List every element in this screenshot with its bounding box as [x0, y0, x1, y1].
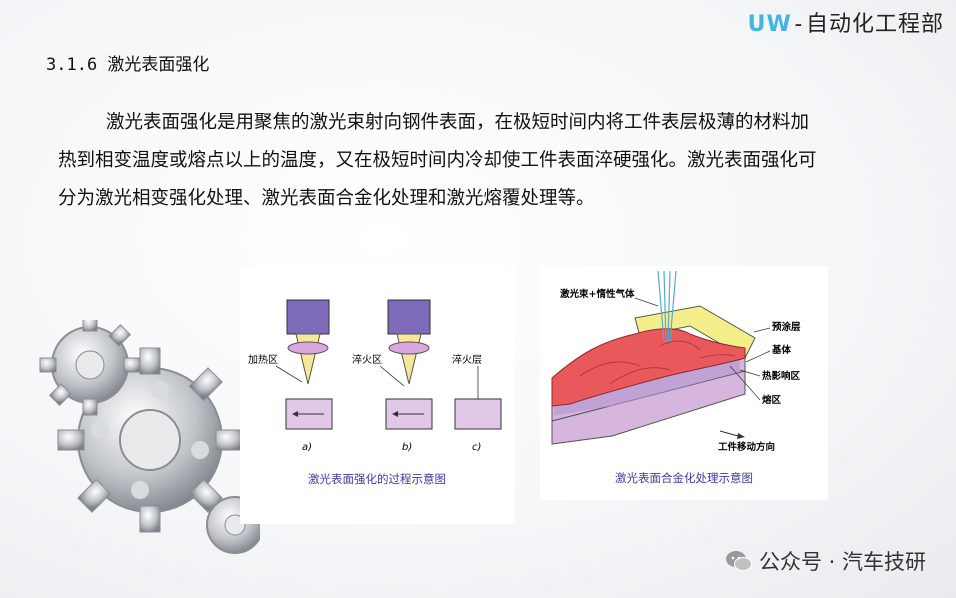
label-haz: 热影响区: [762, 370, 801, 382]
section-title: 3.1.6 激光表面强化: [46, 55, 210, 75]
gears-decoration: [39, 320, 260, 554]
label-melt: 熔区: [762, 394, 782, 406]
melt-zone: [551, 328, 746, 407]
subcaption-b: b): [402, 442, 412, 453]
laser-head-b: [385, 299, 433, 430]
subcaption-c: c): [472, 442, 481, 453]
gear-small-top-icon: [39, 320, 141, 416]
figure-process: 加热区 淬火区 淬火层 a) b) c) 激光表面强化的过程示意图: [240, 266, 515, 524]
figure-process-caption: 激光表面强化的过程示意图: [308, 472, 446, 486]
wechat-icon: [725, 551, 752, 571]
brand-prefix: UW: [747, 12, 792, 37]
figure-alloying: 激光束+惰性气体 预涂层 基体 热影响区 熔区 工件移动方向 激光表面合金化处理…: [540, 266, 828, 500]
label-quench-layer: 淬火层: [452, 353, 482, 366]
figure-alloying-drawing: 激光束+惰性气体 预涂层 基体 热影响区 熔区 工件移动方向 激光表面合金化处理…: [551, 270, 801, 485]
figure-process-drawing: 加热区 淬火区 淬火层 a) b) c) 激光表面强化的过程示意图: [248, 299, 502, 486]
body-paragraph: 激光表面强化是用聚焦的激光束射向钢件表面，在极短时间内将工件表层极薄的材料加热到…: [58, 112, 817, 209]
label-beam-gas: 激光束+惰性气体: [560, 288, 635, 300]
label-direction: 工件移动方向: [718, 441, 775, 453]
label-heat-zone: 加热区: [248, 353, 278, 366]
laser-beam: [657, 270, 677, 343]
label-base: 基体: [771, 344, 792, 356]
label-precoat: 预涂层: [772, 321, 801, 333]
label-quench-zone: 淬火区: [352, 353, 382, 366]
watermark-text: 公众号 · 汽车技研: [758, 550, 926, 574]
brand-suffix: -自动化工程部: [791, 12, 944, 37]
figure-alloying-caption: 激光表面合金化处理示意图: [615, 471, 753, 485]
laser-head-a: [285, 299, 333, 430]
watermark: 公众号 · 汽车技研: [725, 546, 926, 576]
subcaption-a: a): [302, 442, 312, 453]
workpiece-c: [454, 398, 502, 430]
gear-large-icon: [57, 347, 243, 533]
brand-logo: UW-自动化工程部: [748, 6, 944, 38]
